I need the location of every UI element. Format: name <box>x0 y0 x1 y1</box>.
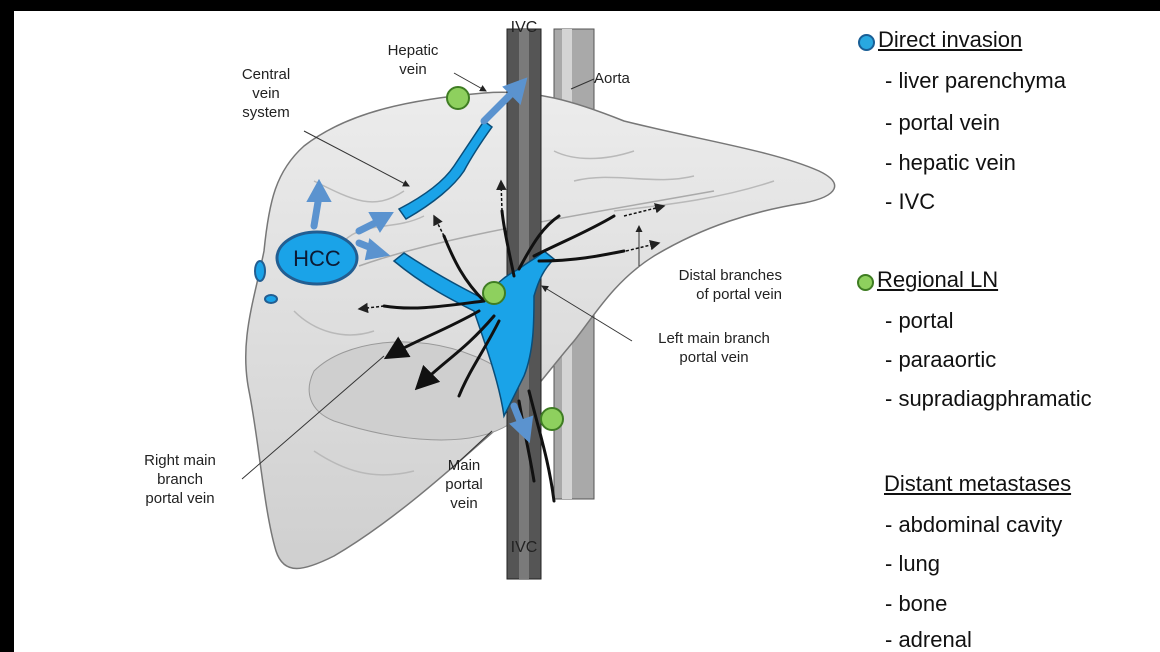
label-distal-branches: Distal branches of portal vein <box>652 266 782 304</box>
legend-item: - IVC <box>885 189 935 215</box>
legend-item: - portal vein <box>885 110 1000 136</box>
legend-item: - supradiagphramatic <box>885 386 1092 412</box>
label-ivc-bottom: IVC <box>502 538 546 557</box>
lymph-node <box>447 87 469 109</box>
label-right-main-branch: Right main branch portal vein <box>120 451 240 508</box>
legend-item: - adrenal <box>885 627 972 652</box>
satellite-nodule <box>265 295 277 303</box>
figure-canvas: HCC IVC Hepatic vein Aorta Central vein … <box>14 11 1160 652</box>
lymph-node <box>483 282 505 304</box>
legend-item: - hepatic vein <box>885 150 1016 176</box>
satellite-nodule <box>255 261 265 281</box>
legend-regional-ln-title: Regional LN <box>877 267 998 293</box>
hcc-label: HCC <box>293 246 341 271</box>
lymph-node <box>541 408 563 430</box>
label-hepatic-vein: Hepatic vein <box>378 41 448 79</box>
regional-ln-dot <box>857 274 874 291</box>
label-central-vein-system: Central vein system <box>226 65 306 122</box>
legend-item: - abdominal cavity <box>885 512 1062 538</box>
legend-item: - bone <box>885 591 947 617</box>
label-ivc-top: IVC <box>502 18 546 37</box>
legend-direct-invasion-title: Direct invasion <box>878 27 1022 53</box>
legend-item: - lung <box>885 551 940 577</box>
label-aorta: Aorta <box>594 69 650 88</box>
direct-invasion-dot <box>858 34 875 51</box>
label-left-main-branch: Left main branch portal vein <box>634 329 794 367</box>
legend-distant-title: Distant metastases <box>884 471 1071 497</box>
legend-item: - liver parenchyma <box>885 68 1066 94</box>
legend-item: - portal <box>885 308 953 334</box>
label-main-portal-vein: Main portal vein <box>434 456 494 513</box>
legend-item: - paraaortic <box>885 347 996 373</box>
